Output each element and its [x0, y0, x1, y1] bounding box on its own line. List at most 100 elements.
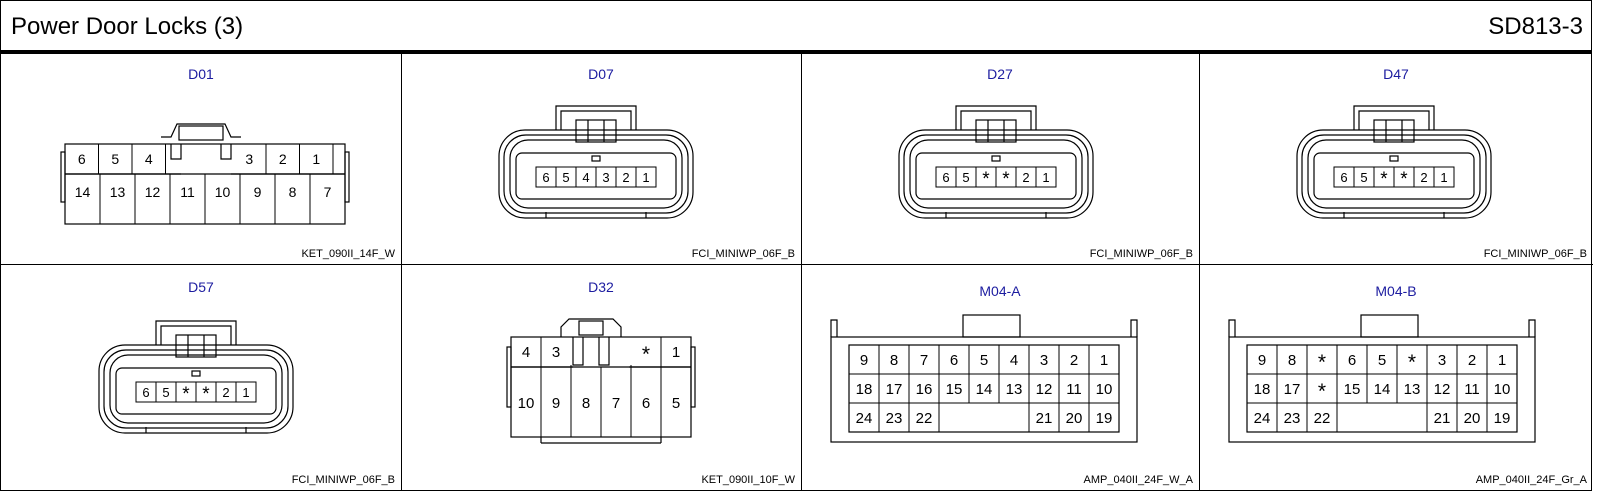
- pin-label: 10: [518, 395, 535, 412]
- latch-tab: [575, 119, 617, 143]
- connector-type: KET_090II_10F_W: [701, 474, 795, 486]
- pin-label: 3: [1040, 352, 1048, 369]
- latch: [555, 105, 637, 130]
- pin-label: 8: [289, 184, 297, 200]
- connector-name: M04-B: [1375, 283, 1417, 299]
- pin-label: *: [1408, 351, 1416, 374]
- housing-inner: [509, 139, 683, 209]
- key-notch: [991, 155, 1001, 162]
- pin-label: 2: [279, 151, 287, 167]
- pin-cell: [1035, 166, 1057, 188]
- pin-label: 5: [980, 352, 988, 369]
- latch-inner: [1358, 110, 1430, 130]
- pin-label: 6: [642, 395, 650, 412]
- connector-type: FCI_MINIWP_06F_B: [1089, 248, 1193, 260]
- pin-label: 17: [1284, 381, 1301, 398]
- pin-label: 18: [856, 381, 873, 398]
- latch-tab: [175, 334, 217, 358]
- header-divider: [0, 50, 1592, 54]
- pin-label: 1: [1498, 352, 1506, 369]
- pin-label: 2: [1022, 170, 1029, 185]
- pin-label: 12: [145, 184, 161, 200]
- key-notch: [1389, 155, 1399, 162]
- pin-label: 20: [1066, 410, 1083, 427]
- pin-label: 6: [142, 385, 149, 400]
- pin-label: 15: [946, 381, 963, 398]
- page-title: Power Door Locks (3): [11, 13, 244, 40]
- pin-label: *: [1318, 380, 1326, 403]
- pin-label: 19: [1096, 410, 1113, 427]
- page-code: SD813-3: [1488, 13, 1583, 40]
- pin-label: 8: [582, 395, 590, 412]
- housing-mid: [903, 134, 1089, 214]
- pin-label: 5: [562, 170, 569, 185]
- housing-outer: [1296, 129, 1492, 219]
- housing-mid: [103, 349, 289, 429]
- pin-label: 5: [1378, 352, 1386, 369]
- connector-name: D27: [987, 66, 1013, 82]
- latch-inner: [960, 110, 1032, 130]
- pin-label: 2: [222, 385, 229, 400]
- pin-label: 9: [254, 184, 262, 200]
- pin-label: *: [1380, 169, 1388, 190]
- pin-label: 7: [612, 395, 620, 412]
- pin-label: 5: [962, 170, 969, 185]
- pin-label: 9: [552, 395, 560, 412]
- pin-label: 16: [916, 381, 933, 398]
- pin-label: 14: [1374, 381, 1391, 398]
- pin-label: 3: [1438, 352, 1446, 369]
- pin-cell: [235, 381, 257, 403]
- pin-label: 19: [1494, 410, 1511, 427]
- connector-name: D01: [188, 66, 214, 82]
- latch-tab: [975, 119, 1017, 143]
- pin-label: 17: [886, 381, 903, 398]
- pin-label: *: [202, 384, 210, 405]
- pin-label: *: [182, 384, 190, 405]
- connector-type: AMP_040II_24F_Gr_A: [1475, 474, 1587, 486]
- pin-label: 4: [582, 170, 589, 185]
- pin-label: *: [982, 169, 990, 190]
- pin-label: 9: [1258, 352, 1266, 369]
- pin-label: 3: [552, 344, 560, 361]
- pin-label: 7: [920, 352, 928, 369]
- pin-label: 23: [1284, 410, 1301, 427]
- pin-label: 1: [1100, 352, 1108, 369]
- pin-label: *: [1400, 169, 1408, 190]
- pin-label: 8: [1288, 352, 1296, 369]
- pin-label: 1: [312, 151, 320, 167]
- housing-mid: [503, 134, 689, 214]
- pin-label: 24: [1254, 410, 1271, 427]
- pin-label: 12: [1434, 381, 1451, 398]
- col-divider: [1199, 54, 1200, 490]
- key-notch: [591, 155, 601, 162]
- pin-label: 1: [1440, 170, 1447, 185]
- pin-label: 10: [1494, 381, 1511, 398]
- housing-mid: [1301, 134, 1487, 214]
- pin-label: 14: [75, 184, 91, 200]
- connector-name: M04-A: [979, 283, 1021, 299]
- pin-label: 6: [950, 352, 958, 369]
- connector-name: D32: [588, 279, 614, 295]
- housing-inner: [909, 139, 1083, 209]
- pin-label: 1: [672, 344, 680, 361]
- pin-label: 5: [1360, 170, 1367, 185]
- pin-label: 2: [622, 170, 629, 185]
- pin-label: *: [1002, 169, 1010, 190]
- pin-label: *: [1318, 351, 1326, 374]
- latch-inner: [160, 325, 232, 345]
- connector-name: D07: [588, 66, 614, 82]
- connector-name: D57: [188, 279, 214, 295]
- connector-type: FCI_MINIWP_06F_B: [691, 248, 795, 260]
